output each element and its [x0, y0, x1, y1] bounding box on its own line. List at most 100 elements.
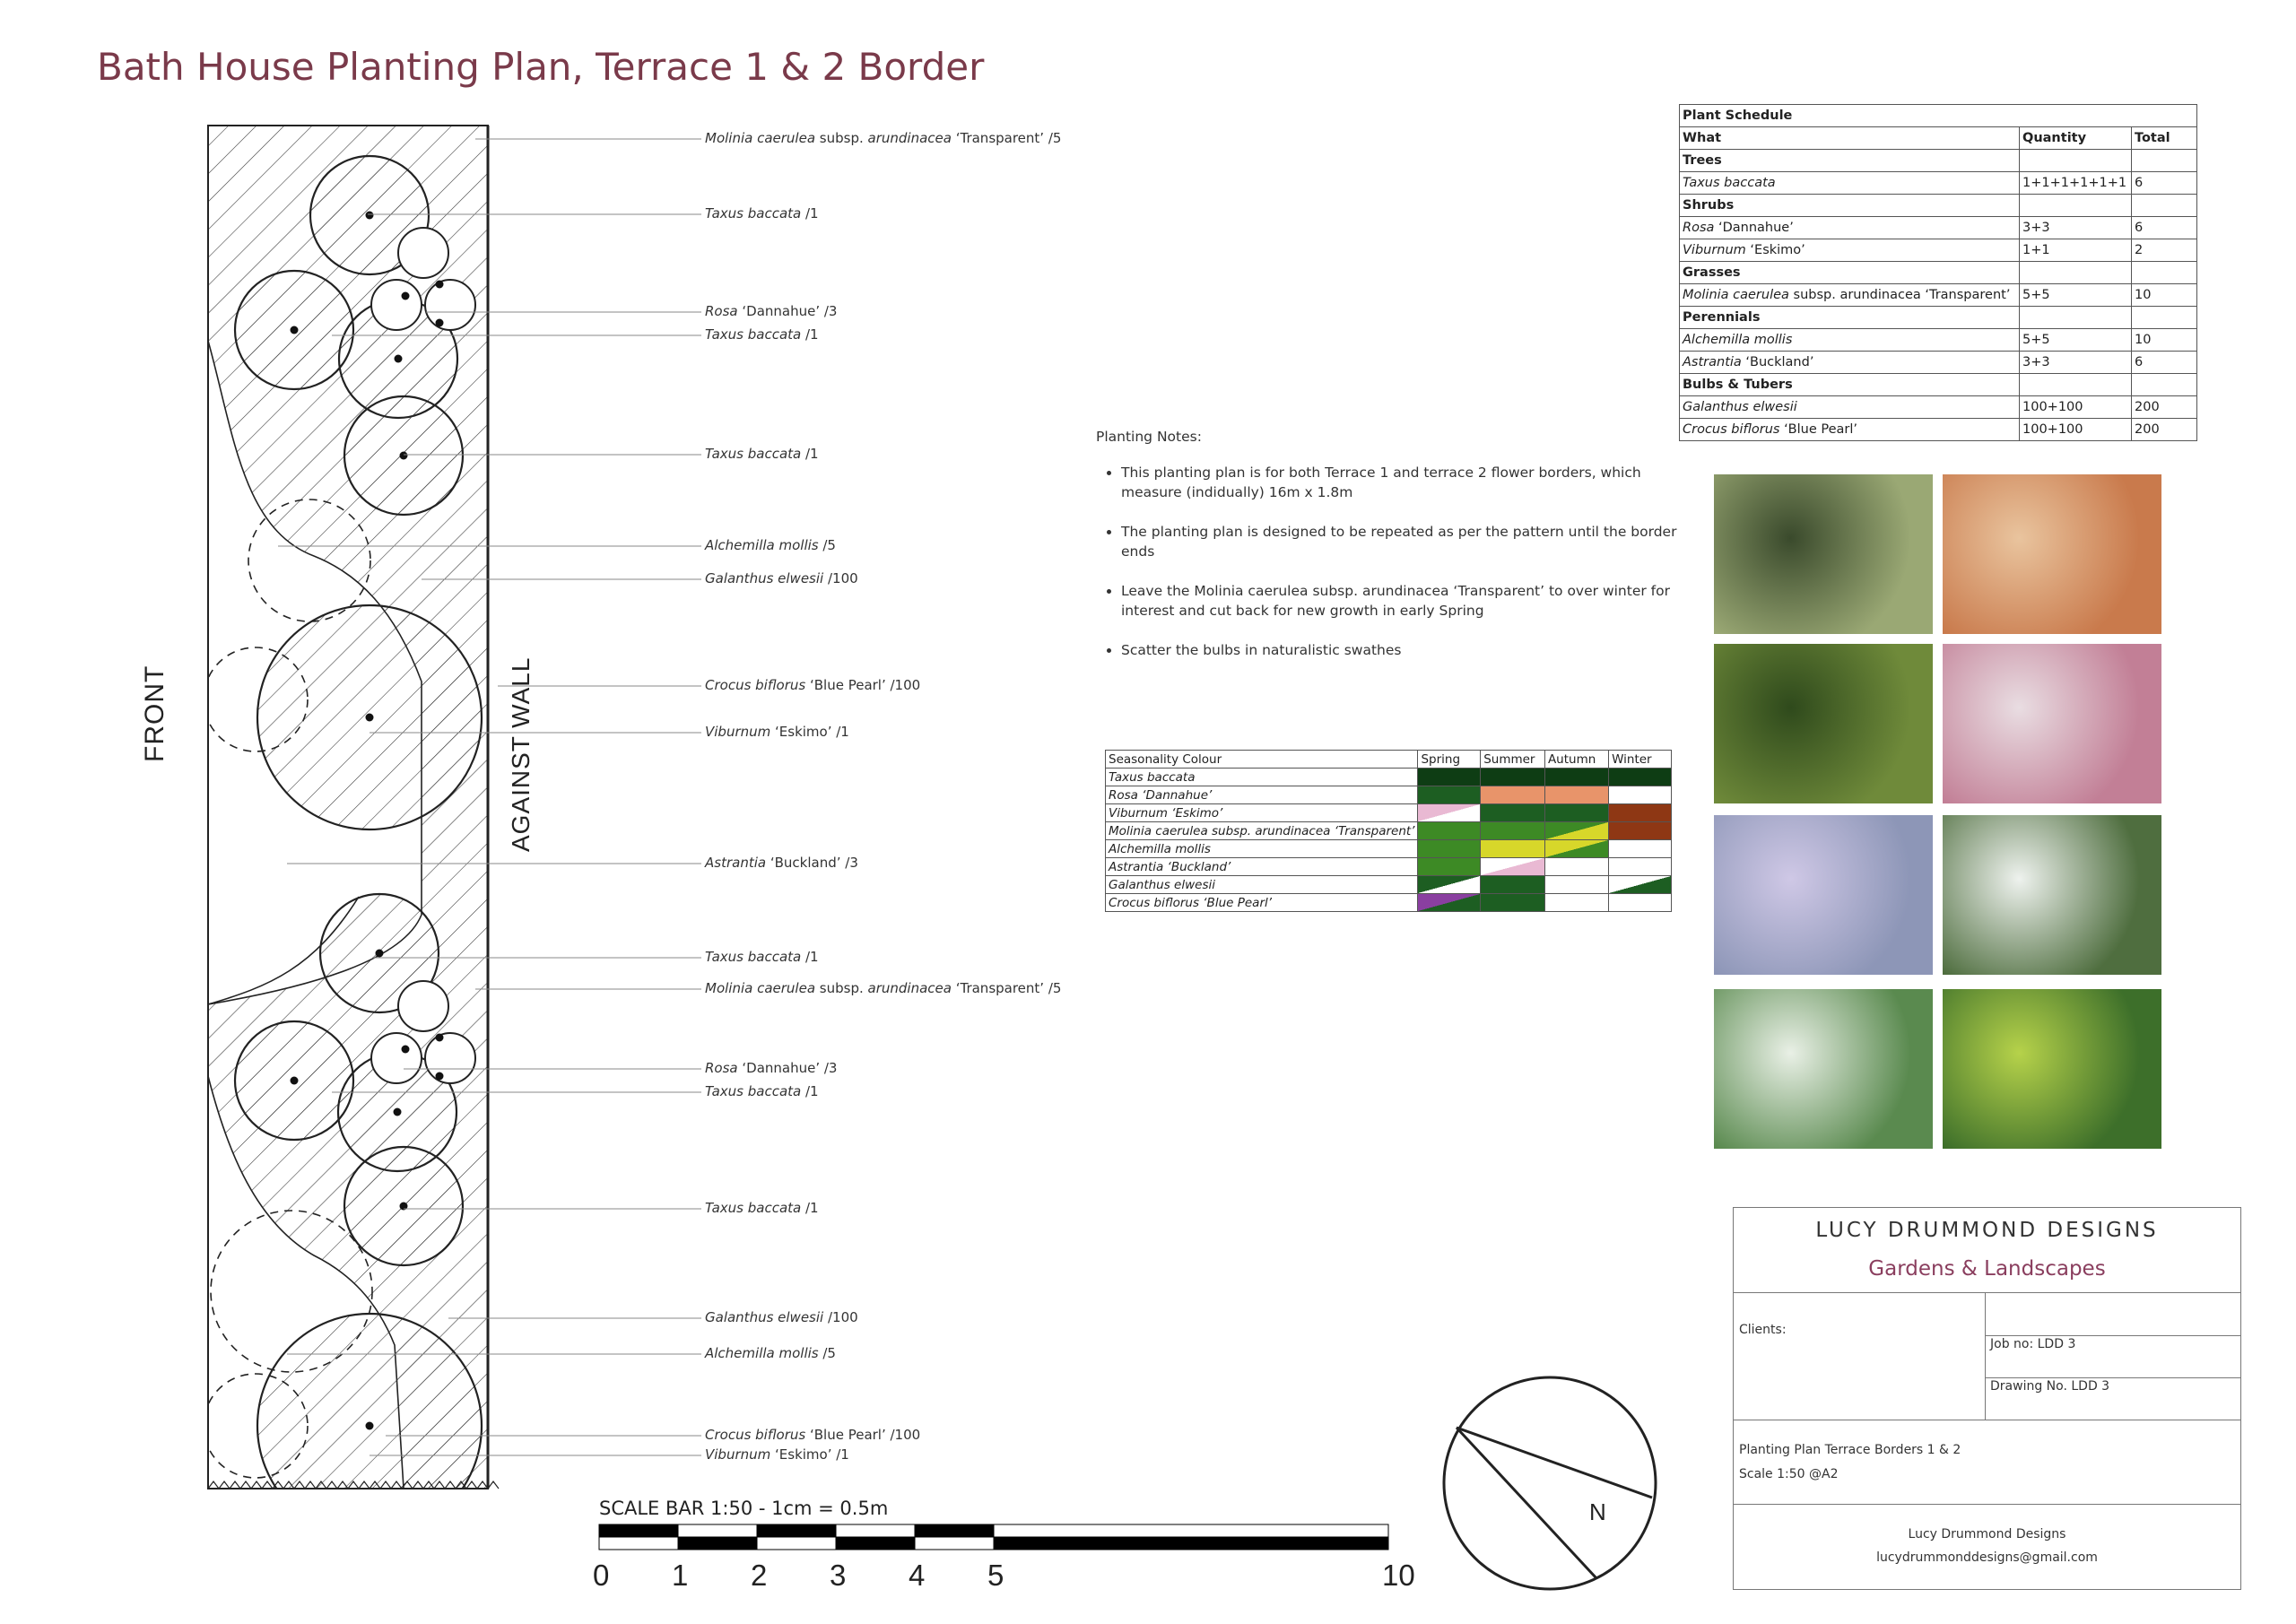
seasonality-header: Spring — [1417, 750, 1482, 769]
seasonality-header: Winter — [1608, 750, 1672, 769]
table-cell: Alchemilla mollis — [1679, 328, 2020, 352]
north-label: N — [1589, 1498, 1606, 1525]
table-cell: 6 — [2131, 351, 2197, 374]
plant-centre-dot — [394, 354, 403, 363]
season-colour-cell — [1608, 768, 1672, 786]
table-row: Shrubs — [1679, 194, 2197, 217]
plant-centre-dot — [290, 326, 299, 334]
rosa-symbol — [424, 279, 476, 331]
plant-callout-label: Taxus baccata /1 — [705, 1083, 819, 1099]
table-cell: 100+100 — [2019, 418, 2132, 441]
scale-bar-label: 4 — [909, 1559, 926, 1592]
rosa-dannahue-photo — [1943, 474, 2161, 634]
scale-segment — [677, 1536, 758, 1550]
seasonality-header: Summer — [1480, 750, 1545, 769]
brand-name: LUCY DRUMMOND DESIGNS — [1815, 1219, 2159, 1242]
molinia-grass-photo — [1714, 474, 1933, 634]
scale-segment — [835, 1536, 916, 1550]
season-colour-cell — [1544, 803, 1610, 822]
table-cell: Quantity — [2019, 126, 2132, 150]
clients-label: Clients: — [1739, 1323, 1787, 1337]
table-cell — [2019, 149, 2132, 172]
scale-segment — [914, 1536, 995, 1550]
plant-callout-label: Molinia caerulea subsp. arundinacea ‘Tra… — [705, 130, 1062, 146]
rosa-symbol — [424, 1032, 476, 1084]
season-colour-cell — [1608, 893, 1672, 912]
table-row: Crocus biflorus ‘Blue Pearl’ — [1104, 893, 1672, 912]
table-cell: Grasses — [1679, 261, 2020, 284]
plant-callout-label: Crocus biflorus ‘Blue Pearl’ /100 — [705, 677, 921, 693]
season-colour-cell — [1544, 857, 1610, 876]
table-cell: 6 — [2131, 171, 2197, 195]
scale-segment — [835, 1524, 916, 1538]
scale-segment — [756, 1524, 837, 1538]
table-cell: 3+3 — [2019, 351, 2132, 374]
season-colour-cell — [1417, 768, 1482, 786]
season-colour-cell — [1480, 786, 1545, 804]
table-cell: Crocus biflorus ‘Blue Pearl’ — [1679, 418, 2020, 441]
scale-segment — [677, 1524, 758, 1538]
season-colour-cell — [1608, 821, 1672, 840]
table-cell — [2131, 306, 2197, 329]
table-row: Bulbs & Tubers — [1679, 373, 2197, 396]
table-cell: 1+1+1+1+1+1 — [2019, 171, 2132, 195]
table-cell: 5+5 — [2019, 328, 2132, 352]
brand-subtitle: Gardens & Landscapes — [1868, 1257, 2106, 1281]
table-row: Alchemilla mollis — [1104, 839, 1672, 858]
plant-callout-label: Alchemilla mollis /5 — [705, 1345, 836, 1361]
plant-centre-dot — [399, 1202, 408, 1211]
plant-callout-label: Taxus baccata /1 — [705, 326, 819, 343]
table-cell: 2 — [2131, 239, 2197, 262]
scale-bar — [598, 1524, 1389, 1550]
season-colour-cell — [1480, 768, 1545, 786]
table-cell — [2131, 194, 2197, 217]
table-cell — [2131, 261, 2197, 284]
table-cell: Viburnum ‘Eskimo’ — [1679, 239, 2020, 262]
season-colour-cell — [1480, 875, 1545, 894]
alchemilla-photo — [1943, 989, 2161, 1149]
table-row: Trees — [1679, 149, 2197, 172]
plant-centre-dot — [435, 318, 444, 327]
scale-bar-label: 3 — [830, 1559, 847, 1592]
season-colour-cell — [1608, 875, 1672, 894]
plant-centre-dot — [435, 280, 444, 289]
season-colour-cell — [1480, 893, 1545, 912]
table-cell: 3+3 — [2019, 216, 2132, 239]
table-row: Rosa ‘Dannahue’ — [1104, 786, 1672, 804]
table-cell: Perennials — [1679, 306, 2020, 329]
table-row: Molinia caerulea subsp. arundinacea ‘Tra… — [1679, 283, 2197, 307]
plant-centre-dot — [401, 1045, 410, 1054]
designer-name: Lucy Drummond Designs — [1908, 1527, 2066, 1541]
table-cell: Molinia caerulea subsp. arundinacea ‘Tra… — [1679, 283, 2020, 307]
scale-segment — [756, 1536, 837, 1550]
plant-centre-dot — [435, 1033, 444, 1042]
table-cell: Trees — [1679, 149, 2020, 172]
plan-name: Planting Plan Terrace Borders 1 & 2 — [1739, 1443, 1961, 1457]
crocus-symbol — [208, 647, 309, 752]
season-colour-cell — [1417, 786, 1482, 804]
scale-bar-title: SCALE BAR 1:50 - 1cm = 0.5m — [599, 1498, 889, 1519]
season-colour-cell — [1417, 893, 1482, 912]
table-cell: Galanthus elwesii — [1679, 395, 2020, 419]
plant-callout-label: Taxus baccata /1 — [705, 205, 819, 221]
scale-segment — [598, 1536, 679, 1550]
scale-bar-label: 0 — [593, 1559, 610, 1592]
viburnum-photo — [1943, 815, 2161, 975]
season-colour-cell — [1608, 839, 1672, 858]
seasonality-header: Seasonality Colour — [1104, 750, 1419, 769]
season-colour-cell — [1480, 821, 1545, 840]
crocus-photo — [1714, 815, 1933, 975]
table-cell — [2019, 261, 2132, 284]
seasonality-header: Autumn — [1544, 750, 1610, 769]
table-cell: 6 — [2131, 216, 2197, 239]
designer-email: lucydrummonddesigns@gmail.com — [1876, 1550, 2098, 1565]
table-cell: Rosa ‘Dannahue’ — [1679, 216, 2020, 239]
table-cell: Shrubs — [1679, 194, 2020, 217]
table-cell: 5+5 — [2019, 283, 2132, 307]
